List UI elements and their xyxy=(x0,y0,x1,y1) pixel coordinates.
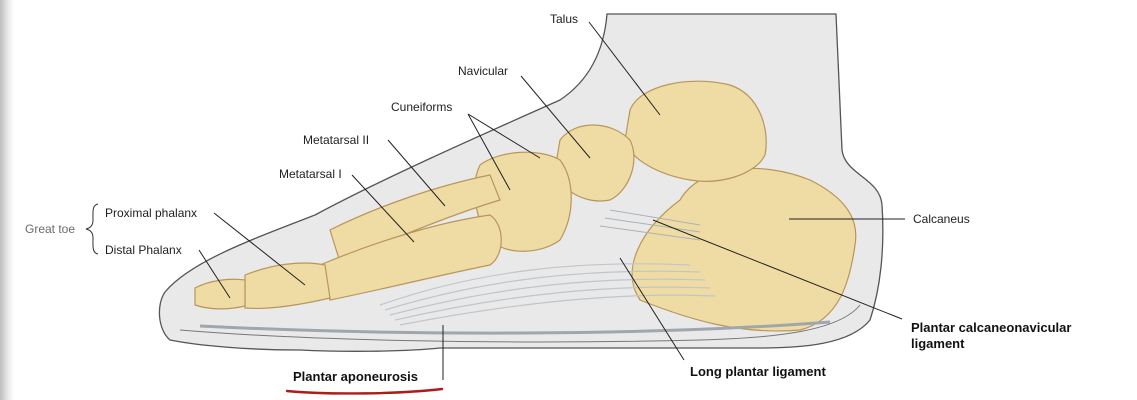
label-calcaneus: Calcaneus xyxy=(913,212,970,226)
long-plantar-ligament-fibres xyxy=(379,263,716,326)
label-cuneiforms: Cuneiforms xyxy=(391,100,453,114)
plantar-calcaneonavicular-ligament-fibres xyxy=(599,209,701,241)
label-plantar-calcaneonavicular-2: ligament xyxy=(911,336,965,351)
label-plantar-calcaneonavicular-1: Plantar calcaneonavicular xyxy=(911,320,1072,335)
label-proximal-phalanx: Proximal phalanx xyxy=(105,206,198,220)
leader-talus xyxy=(588,21,661,116)
leader-cuneiforms-2 xyxy=(467,113,541,159)
plantar-aponeurosis-underline xyxy=(285,387,444,395)
label-talus: Talus xyxy=(550,12,579,26)
talus-bone xyxy=(624,80,767,182)
leader-distal-phalanx xyxy=(198,249,231,299)
leader-plantar-calcaneonavicular xyxy=(652,219,903,320)
label-great-toe: Great toe xyxy=(25,222,76,236)
label-long-plantar-ligament: Long plantar ligament xyxy=(690,364,826,379)
distal-phalanx-bone xyxy=(194,278,246,310)
leader-metatarsal-ii xyxy=(387,139,446,207)
sole-pad xyxy=(179,304,861,343)
leader-navicular xyxy=(520,75,591,159)
label-plantar-aponeurosis: Plantar aponeurosis xyxy=(293,369,418,384)
proximal-phalanx-bone xyxy=(244,262,331,309)
label-navicular: Navicular xyxy=(458,64,509,78)
leader-proximal-phalanx xyxy=(213,212,306,286)
great-toe-brace xyxy=(85,203,99,255)
label-metatarsal-i: Metatarsal I xyxy=(279,167,342,181)
leader-long-plantar-ligament xyxy=(619,257,685,361)
label-metatarsal-ii: Metatarsal II xyxy=(303,133,370,147)
page-edge-shadow xyxy=(0,0,14,400)
plantar-aponeurosis-band xyxy=(199,320,831,335)
metatarsal-i-bone xyxy=(319,214,502,301)
label-distal-phalanx: Distal Phalanx xyxy=(105,243,182,257)
leader-cuneiforms-1 xyxy=(467,113,511,191)
leader-metatarsal-i xyxy=(351,174,415,243)
